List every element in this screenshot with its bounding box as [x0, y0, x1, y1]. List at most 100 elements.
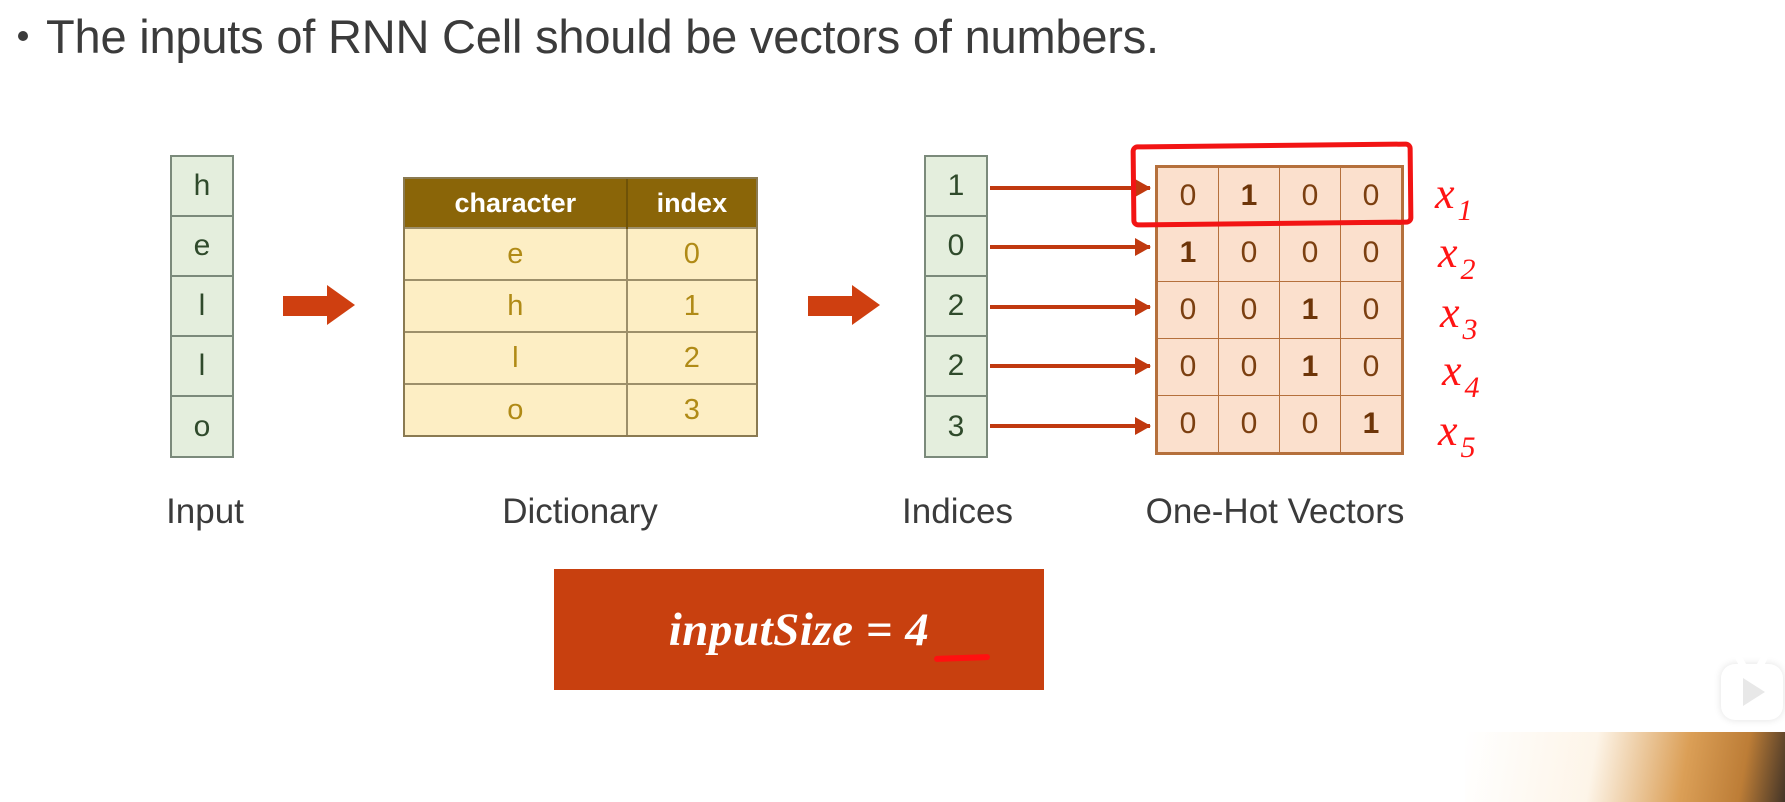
- arrow-line: [990, 364, 1150, 368]
- arrow-line: [990, 424, 1150, 428]
- arrow-head: [1135, 357, 1151, 375]
- dictionary-table: character index e 0 h 1 l 2 o 3: [403, 177, 758, 437]
- onehot-row: 0 0 1 0: [1157, 281, 1402, 339]
- onehot-cell: 0: [1157, 338, 1219, 396]
- arrow-shaft: [283, 296, 331, 316]
- cell-index: 3: [626, 383, 756, 435]
- label-base: x: [1438, 228, 1458, 277]
- onehot-cell: 1: [1157, 224, 1219, 282]
- handwritten-highlight-rectangle: [1130, 141, 1414, 228]
- onehot-cell: 0: [1340, 167, 1402, 225]
- cell-index: 0: [626, 227, 756, 280]
- onehot-vectors-matrix: 0 1 0 0 1 0 0 0 0 0 1 0 0 0 1 0: [1155, 165, 1404, 455]
- onehot-cell: 0: [1340, 224, 1402, 282]
- label-subscript: 3: [1462, 313, 1478, 346]
- mapping-arrow-row-4: [990, 357, 1151, 375]
- arrow-line: [990, 186, 1150, 190]
- mapping-arrow-row-3: [990, 298, 1151, 316]
- onehot-cell: 0: [1218, 224, 1280, 282]
- arrow-head: [327, 285, 355, 325]
- table-row: e 0: [405, 227, 756, 280]
- input-cell: o: [193, 410, 211, 443]
- caption-indices: Indices: [902, 492, 1013, 531]
- table-row: o 3: [405, 383, 756, 435]
- onehot-row: 1 0 0 0: [1157, 224, 1402, 282]
- mapping-arrow-row-2: [990, 238, 1151, 256]
- page-title: The inputs of RNN Cell should be vectors…: [18, 8, 1159, 67]
- arrow-head: [1135, 179, 1151, 197]
- label-base: x: [1442, 346, 1462, 395]
- onehot-cell: 0: [1218, 395, 1280, 453]
- input-column: h e l l o: [170, 155, 234, 458]
- index-cell: 2: [926, 277, 986, 337]
- input-cell: h: [172, 157, 232, 217]
- index-cell: 2: [926, 337, 986, 397]
- input-cell: l: [172, 337, 232, 397]
- arrow-head: [852, 285, 880, 325]
- cell-character: h: [405, 279, 628, 332]
- onehot-cell: 1: [1340, 395, 1402, 453]
- bottom-left-white-bar: [0, 784, 92, 802]
- onehot-cell: 0: [1157, 281, 1219, 339]
- onehot-row: 0 1 0 0: [1157, 167, 1402, 225]
- label-subscript: 2: [1460, 253, 1476, 286]
- onehot-cell: 0: [1279, 395, 1341, 453]
- cell-index: 1: [626, 279, 756, 332]
- block-arrow-dictionary-to-indices: [808, 285, 883, 325]
- cell-character: o: [405, 383, 628, 435]
- label-base: x: [1435, 169, 1455, 218]
- column-header-index: index: [626, 179, 756, 228]
- input-cell: l: [172, 277, 232, 337]
- cell-index: 2: [626, 331, 756, 384]
- arrow-line: [990, 245, 1150, 249]
- arrow-head: [1135, 238, 1151, 256]
- onehot-cell: 0: [1218, 338, 1280, 396]
- table-row: h 1: [405, 279, 756, 332]
- label-subscript: 1: [1457, 194, 1473, 227]
- cell-character: l: [405, 331, 628, 384]
- block-arrow-input-to-dictionary: [283, 285, 358, 325]
- video-play-watermark-icon: [1721, 649, 1783, 720]
- caption-input: Input: [166, 492, 244, 531]
- onehot-cell: 0: [1157, 167, 1219, 225]
- onehot-cell: 1: [1218, 167, 1280, 225]
- mapping-arrow-row-5: [990, 417, 1151, 435]
- onehot-row: 0 0 1 0: [1157, 338, 1402, 396]
- table-row: l 2: [405, 331, 756, 384]
- webcam-overlay-strip: [1465, 732, 1785, 802]
- caption-dictionary: Dictionary: [502, 492, 658, 531]
- arrow-head: [1135, 298, 1151, 316]
- label-subscript: 4: [1464, 371, 1480, 404]
- cell-character: e: [405, 227, 628, 280]
- label-base: x: [1438, 406, 1458, 455]
- onehot-cell: 0: [1218, 281, 1280, 339]
- label-subscript: 5: [1460, 431, 1476, 464]
- mapping-arrow-row-1: [990, 179, 1151, 197]
- antenna-left: [1732, 649, 1749, 673]
- onehot-cell: 1: [1279, 281, 1341, 339]
- index-cell: 1: [926, 157, 986, 217]
- input-cell: e: [172, 217, 232, 277]
- caption-one-hot-vectors: One-Hot Vectors: [1145, 492, 1405, 531]
- bullet-dot-icon: [18, 31, 28, 41]
- arrow-shaft: [808, 296, 856, 316]
- input-size-banner: inputSize = 4: [554, 569, 1044, 690]
- onehot-cell: 0: [1340, 281, 1402, 339]
- column-header-character: character: [405, 179, 628, 228]
- arrow-head: [1135, 417, 1151, 435]
- index-cell: 3: [947, 410, 965, 443]
- onehot-cell: 0: [1279, 224, 1341, 282]
- onehot-cell: 0: [1340, 338, 1402, 396]
- play-triangle-icon: [1743, 678, 1765, 706]
- index-cell: 0: [926, 217, 986, 277]
- antenna-right: [1754, 649, 1771, 673]
- onehot-cell: 0: [1157, 395, 1219, 453]
- arrow-line: [990, 305, 1150, 309]
- indices-column: 1 0 2 2 3: [924, 155, 988, 458]
- table-header-row: character index: [405, 179, 756, 228]
